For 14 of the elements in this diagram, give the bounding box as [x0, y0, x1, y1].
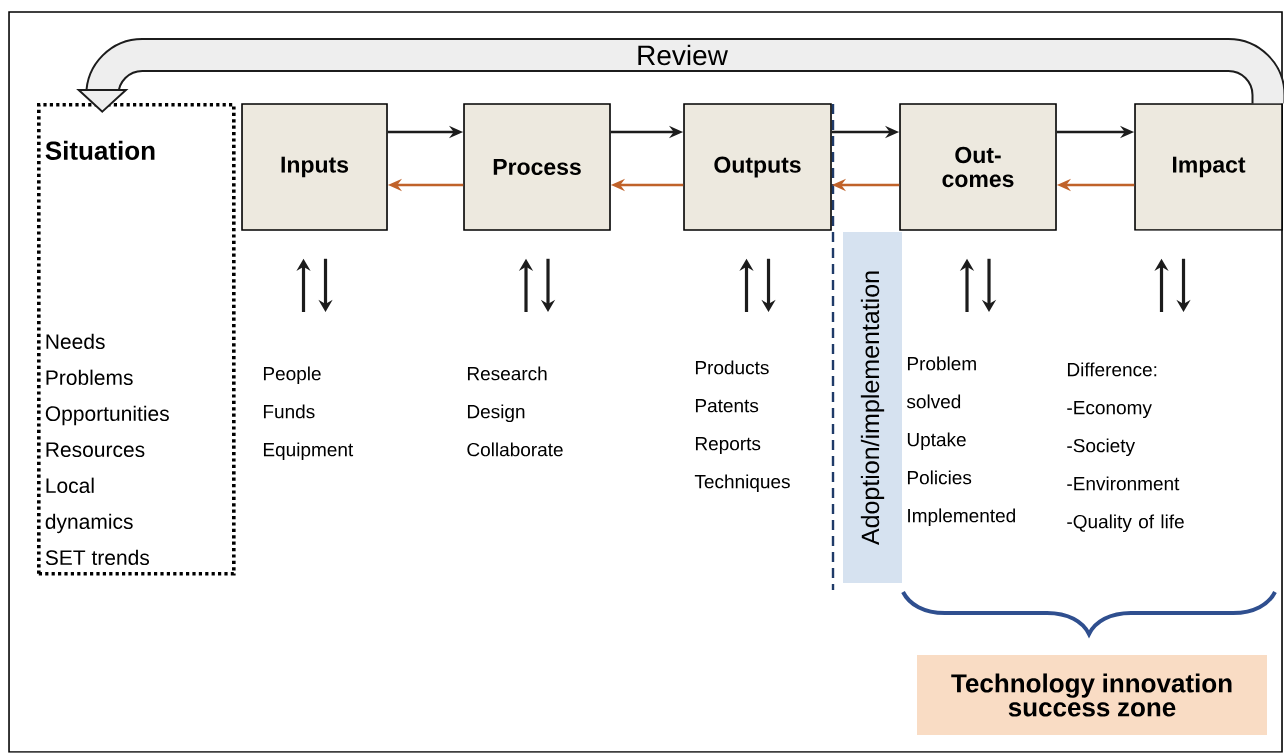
- process-box: Outputs: [683, 103, 832, 231]
- text-list: Products Patents Reports Techniques: [694, 360, 790, 493]
- text-list: People Funds Equipment: [264, 366, 354, 461]
- text-list: Research Design Collaborate: [467, 366, 563, 457]
- process-box: Inputs: [241, 103, 388, 231]
- text-list: Difference: -Economy -Society -Environment -Quality of life: [1067, 362, 1184, 533]
- process-box: Process: [463, 103, 611, 231]
- dotted-box: Situation Needs Problems Opportunities Resources Local dynamics SET trends: [37, 103, 236, 576]
- edge-label: Review: [634, 42, 730, 68]
- text-list: Problem solved Uptake Policies Implemented: [906, 356, 1015, 527]
- process-box: Out- comes: [899, 103, 1057, 231]
- vertical-band: Adoption/implementation: [843, 232, 902, 583]
- process-box: Impact: [1134, 103, 1283, 231]
- highlight-box: Technology innovation success zone: [917, 655, 1267, 735]
